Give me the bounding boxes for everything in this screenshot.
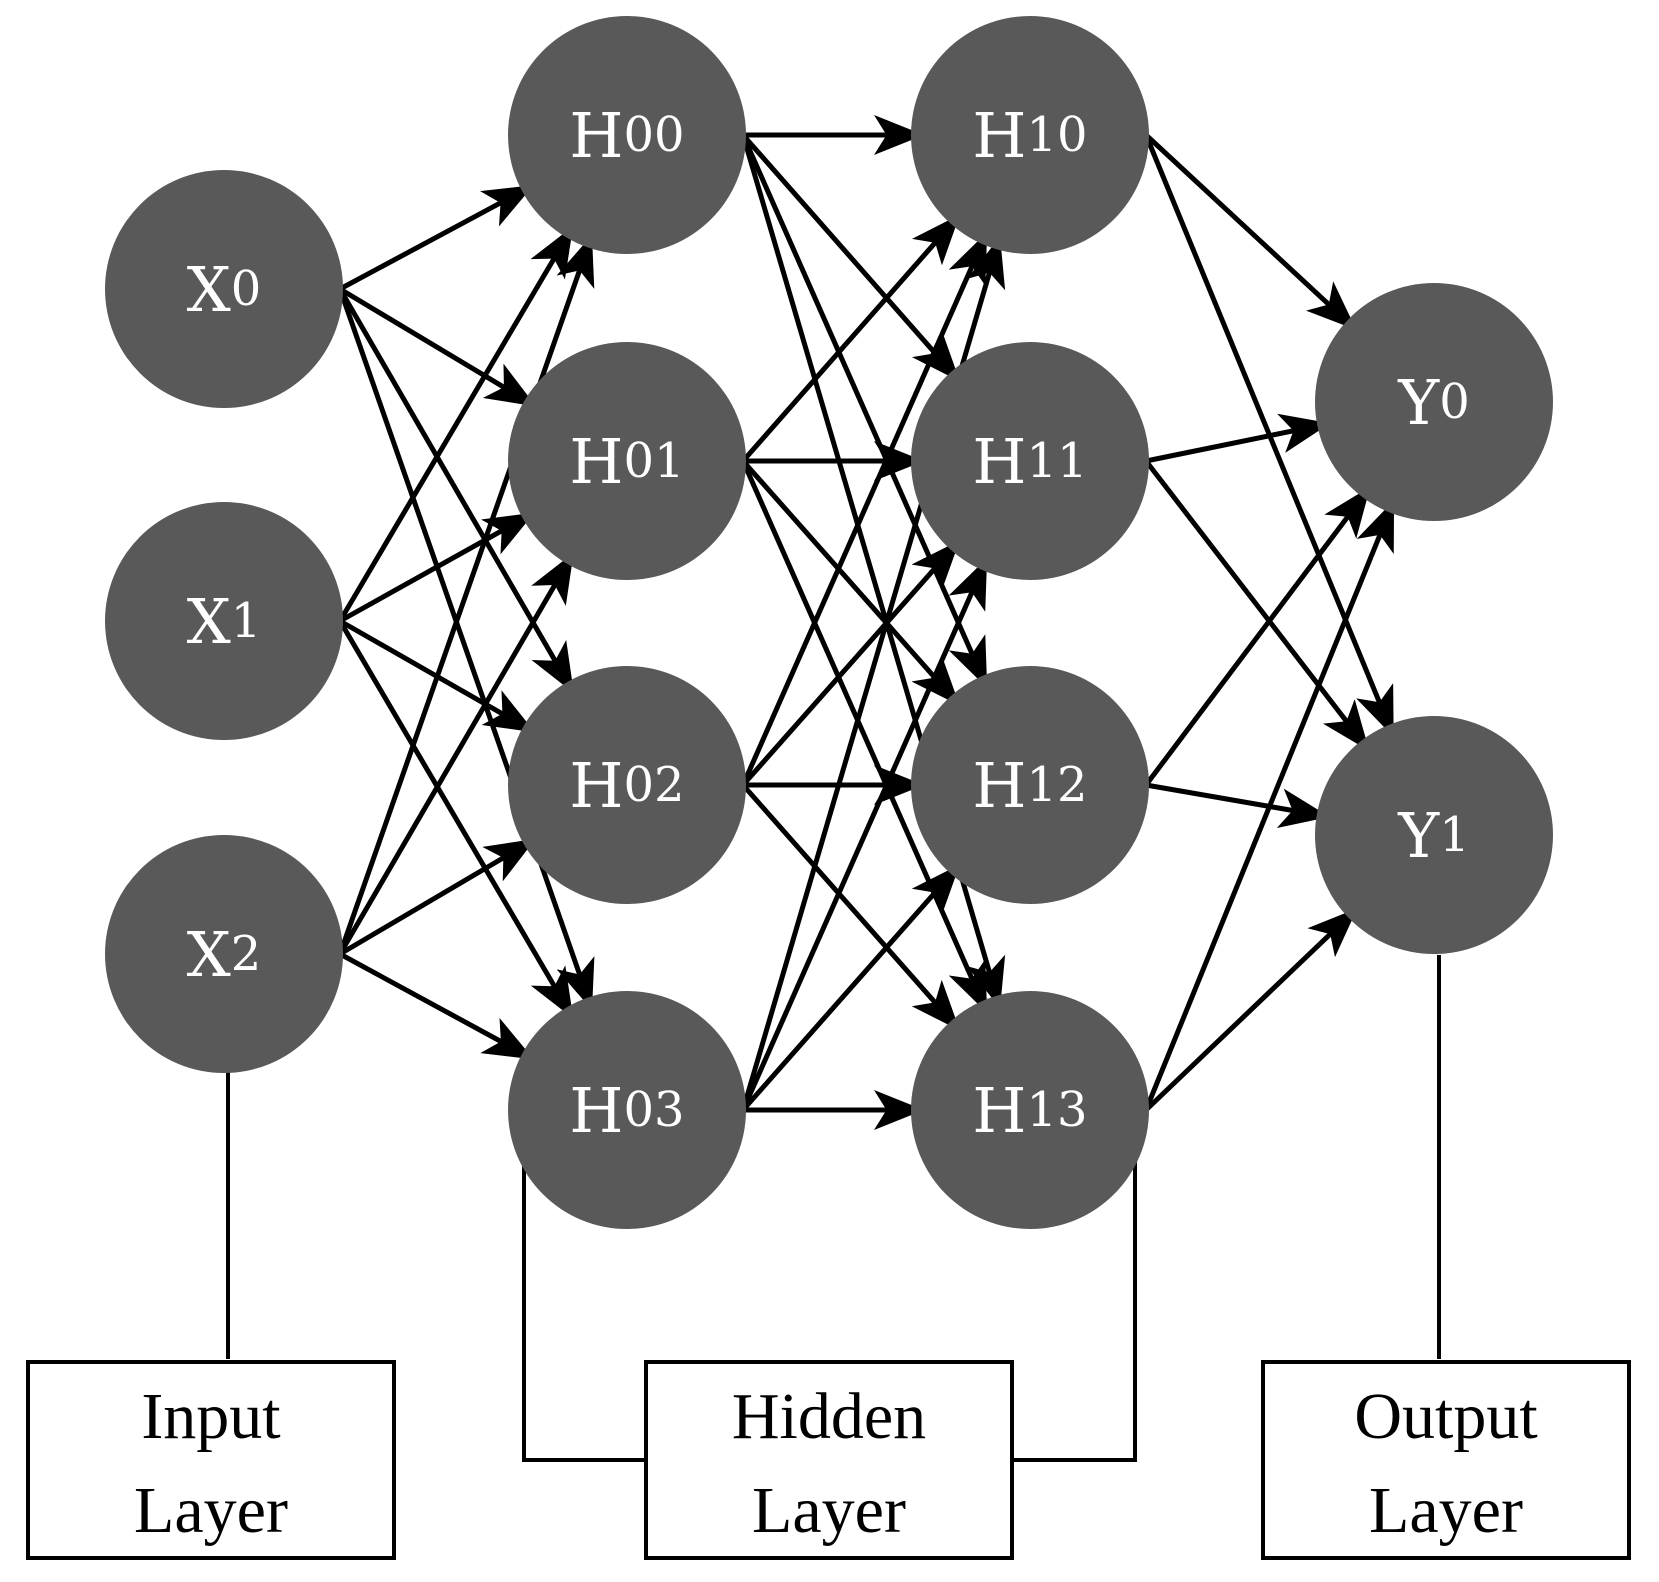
- edge-x1-h00: [337, 226, 574, 623]
- edge-h01-h12: [741, 459, 960, 706]
- output-layer-label-line2: Layer: [1369, 1474, 1523, 1547]
- node-h00: H00: [508, 16, 746, 254]
- edge-h01-h13: [740, 459, 988, 1014]
- node-h01: H01: [508, 342, 746, 580]
- svg-text:H11: H11: [972, 425, 1087, 498]
- edge-x2-h01: [337, 552, 574, 956]
- edge-h03-h12: [741, 864, 960, 1112]
- edge-h02-h11: [741, 540, 960, 787]
- svg-text:H03: H03: [569, 1074, 684, 1147]
- svg-text:X0: X0: [187, 253, 262, 326]
- edge-h02-h13: [741, 783, 960, 1031]
- hidden-layer-left-connector: [522, 1162, 645, 1462]
- layer-boxes: Input Layer Hidden Layer Output Layer: [26, 1360, 1631, 1560]
- output-layer-box: Output Layer: [1261, 1360, 1631, 1560]
- edge-x1-h01: [338, 512, 535, 624]
- edge-h12-y0: [1144, 486, 1371, 787]
- edge-h13-y1: [1144, 908, 1358, 1112]
- edge-x0-h01: [338, 286, 537, 407]
- svg-text:Y1: Y1: [1397, 799, 1469, 872]
- node-h11: H11: [911, 342, 1149, 580]
- svg-text:H01: H01: [569, 425, 684, 498]
- svg-text:H00: H00: [569, 99, 684, 172]
- edge-h11-y1: [1144, 459, 1370, 752]
- svg-text:H10: H10: [972, 99, 1087, 172]
- node-h03: H03: [508, 991, 746, 1229]
- edge-h10-y0: [1144, 133, 1357, 330]
- edge-h12-y1: [1145, 782, 1330, 829]
- edge-h03-h11: [740, 557, 988, 1112]
- node-x0: X0: [105, 170, 343, 408]
- node-y0: Y0: [1315, 283, 1553, 521]
- svg-text:Y0: Y0: [1397, 366, 1469, 439]
- node-h10: H10: [911, 16, 1149, 254]
- nodes-layer: X0 X1 X2 H00 H01 H02 H03 H10: [105, 16, 1553, 1229]
- hidden-layer-label-line2: Layer: [752, 1474, 906, 1547]
- edge-h00-h12: [740, 133, 988, 689]
- node-h02: H02: [508, 666, 746, 904]
- edge-x0-h03: [337, 288, 595, 1010]
- edge-h13-y0: [1143, 500, 1395, 1111]
- edge-x0-h00: [338, 185, 534, 292]
- edges-layer: [337, 115, 1395, 1130]
- edge-x2-h00: [337, 235, 595, 955]
- node-y1: Y1: [1315, 716, 1553, 954]
- node-h13: H13: [911, 991, 1149, 1229]
- layer-connectors: [226, 955, 1441, 1462]
- svg-text:X1: X1: [187, 585, 262, 658]
- svg-text:X2: X2: [187, 918, 262, 991]
- edge-h00-h11: [741, 133, 960, 382]
- node-x2: X2: [105, 835, 343, 1073]
- input-layer-box: Input Layer: [26, 1360, 396, 1560]
- svg-text:H12: H12: [972, 749, 1087, 822]
- edge-x1-h03: [337, 619, 574, 1019]
- input-layer-label-line1: Input: [141, 1380, 280, 1453]
- hidden-layer-right-connector: [1014, 1162, 1137, 1462]
- output-layer-label-line1: Output: [1354, 1380, 1537, 1453]
- edge-h02-h10: [740, 231, 988, 787]
- node-x1: X1: [105, 502, 343, 740]
- edge-x2-h03: [338, 951, 534, 1060]
- hidden-layer-box: Hidden Layer: [644, 1360, 1014, 1560]
- svg-text:H02: H02: [569, 749, 684, 822]
- edge-x2-h02: [338, 838, 536, 957]
- input-layer-label-line2: Layer: [134, 1474, 288, 1547]
- node-h12: H12: [911, 666, 1149, 904]
- edge-h11-y0: [1145, 413, 1331, 464]
- svg-text:H13: H13: [972, 1074, 1087, 1147]
- edge-h01-h10: [741, 214, 960, 463]
- hidden-layer-label-line1: Hidden: [732, 1380, 926, 1453]
